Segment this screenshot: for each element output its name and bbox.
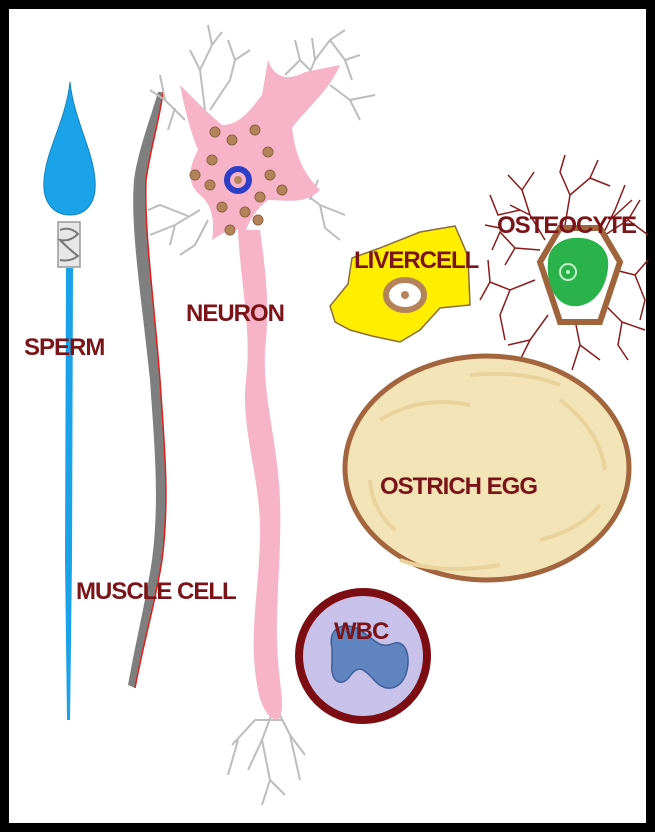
ostrich-egg [345,356,629,580]
label-ostrich-egg: OSTRICH EGG [380,475,537,499]
sperm-cell [44,82,95,720]
label-neuron: NEURON [186,302,284,326]
ostrich-egg-shell [345,356,629,580]
label-osteocyte: OSTEOCYTE [497,214,636,238]
wbc-cell [299,592,427,720]
neuron-cell-body [180,60,340,240]
liver-cell [330,226,470,342]
label-sperm: SPERM [24,336,104,360]
label-wbc: WBC [334,620,388,644]
sperm-head [44,82,95,215]
label-liver-cell: LIVERCELL [354,249,478,273]
label-muscle-cell: MUSCLE CELL [76,580,236,604]
